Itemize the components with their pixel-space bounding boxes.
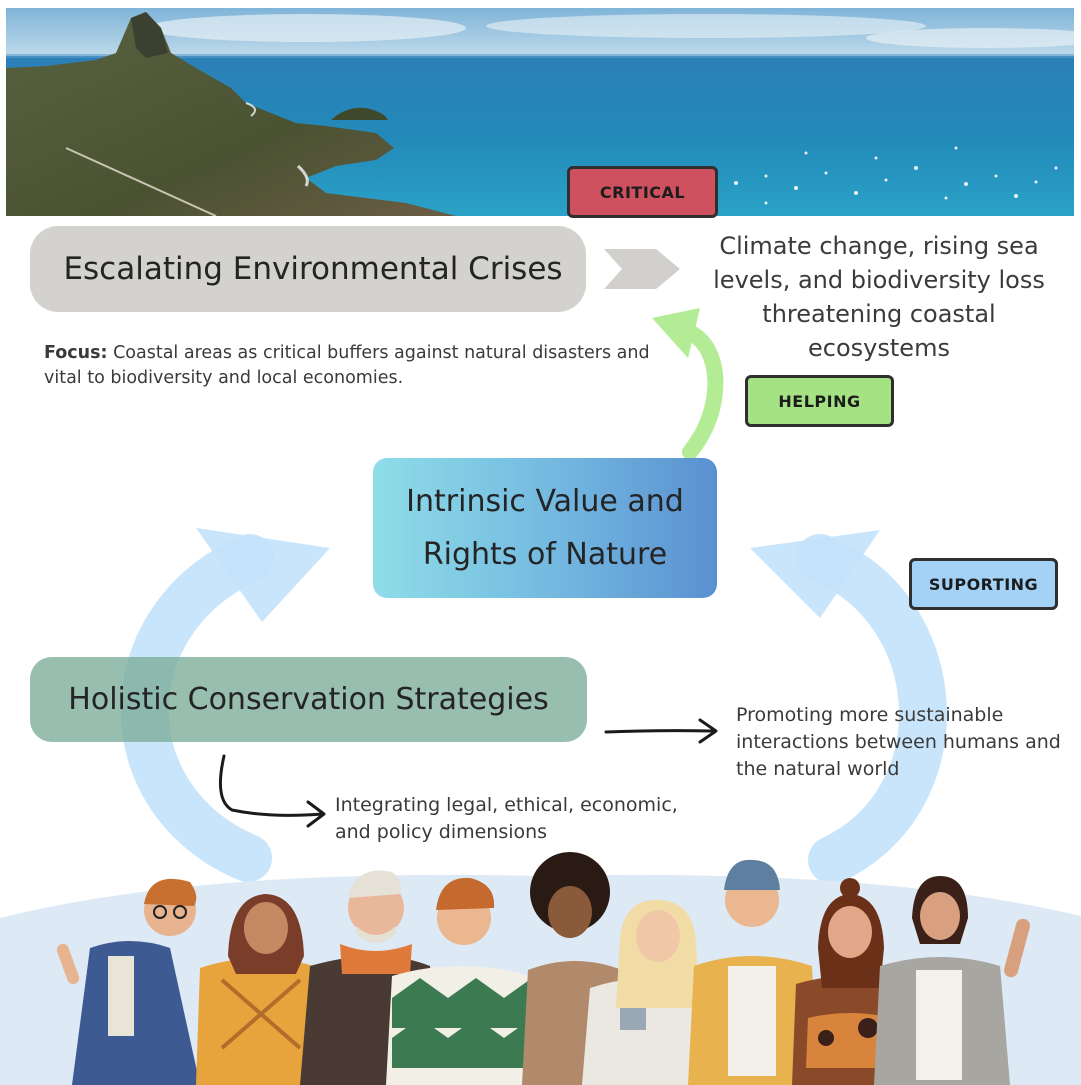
person-9 — [874, 876, 1030, 1085]
suporting-tag: SUPORTING — [909, 558, 1058, 610]
holistic-title: Holistic Conservation Strategies — [68, 682, 549, 717]
suporting-tag-label: SUPORTING — [928, 574, 1039, 594]
crises-title: Escalating Environmental Crises — [63, 251, 563, 287]
hooked-arrow-icon — [218, 754, 326, 828]
right-support-arrow — [750, 530, 947, 884]
helping-tag-label: HELPING — [778, 391, 861, 411]
critical-tag: CRITICAL — [567, 166, 718, 218]
person-7 — [688, 859, 818, 1085]
helping-tag: HELPING — [745, 375, 894, 427]
intrinsic-value-box: Intrinsic Value and Rights of Nature — [373, 458, 717, 598]
focus-note: Focus: Coastal areas as critical buffers… — [44, 341, 664, 391]
person-1 — [56, 878, 200, 1085]
people-illustration — [0, 852, 1081, 1085]
focus-label: Focus: — [44, 343, 108, 363]
holistic-strategies-box: Holistic Conservation Strategies — [30, 657, 587, 742]
integrating-text: Integrating legal, ethical, economic, an… — [335, 794, 678, 843]
chevron-right-icon — [604, 249, 680, 289]
critical-tag-label: CRITICAL — [599, 182, 686, 202]
promoting-text: Promoting more sustainable interactions … — [736, 704, 1061, 780]
coastal-landscape-image — [6, 8, 1074, 216]
person-4 — [386, 877, 540, 1085]
focus-text: Coastal areas as critical buffers agains… — [44, 343, 650, 388]
intrinsic-line-1: Intrinsic Value and — [406, 484, 684, 519]
pointer-arrow-icon — [604, 718, 718, 744]
crises-description: Climate change, rising sea levels, and b… — [713, 232, 1045, 362]
person-2 — [196, 894, 330, 1085]
crises-box: Escalating Environmental Crises — [30, 226, 586, 312]
intrinsic-line-2: Rights of Nature — [422, 537, 668, 572]
